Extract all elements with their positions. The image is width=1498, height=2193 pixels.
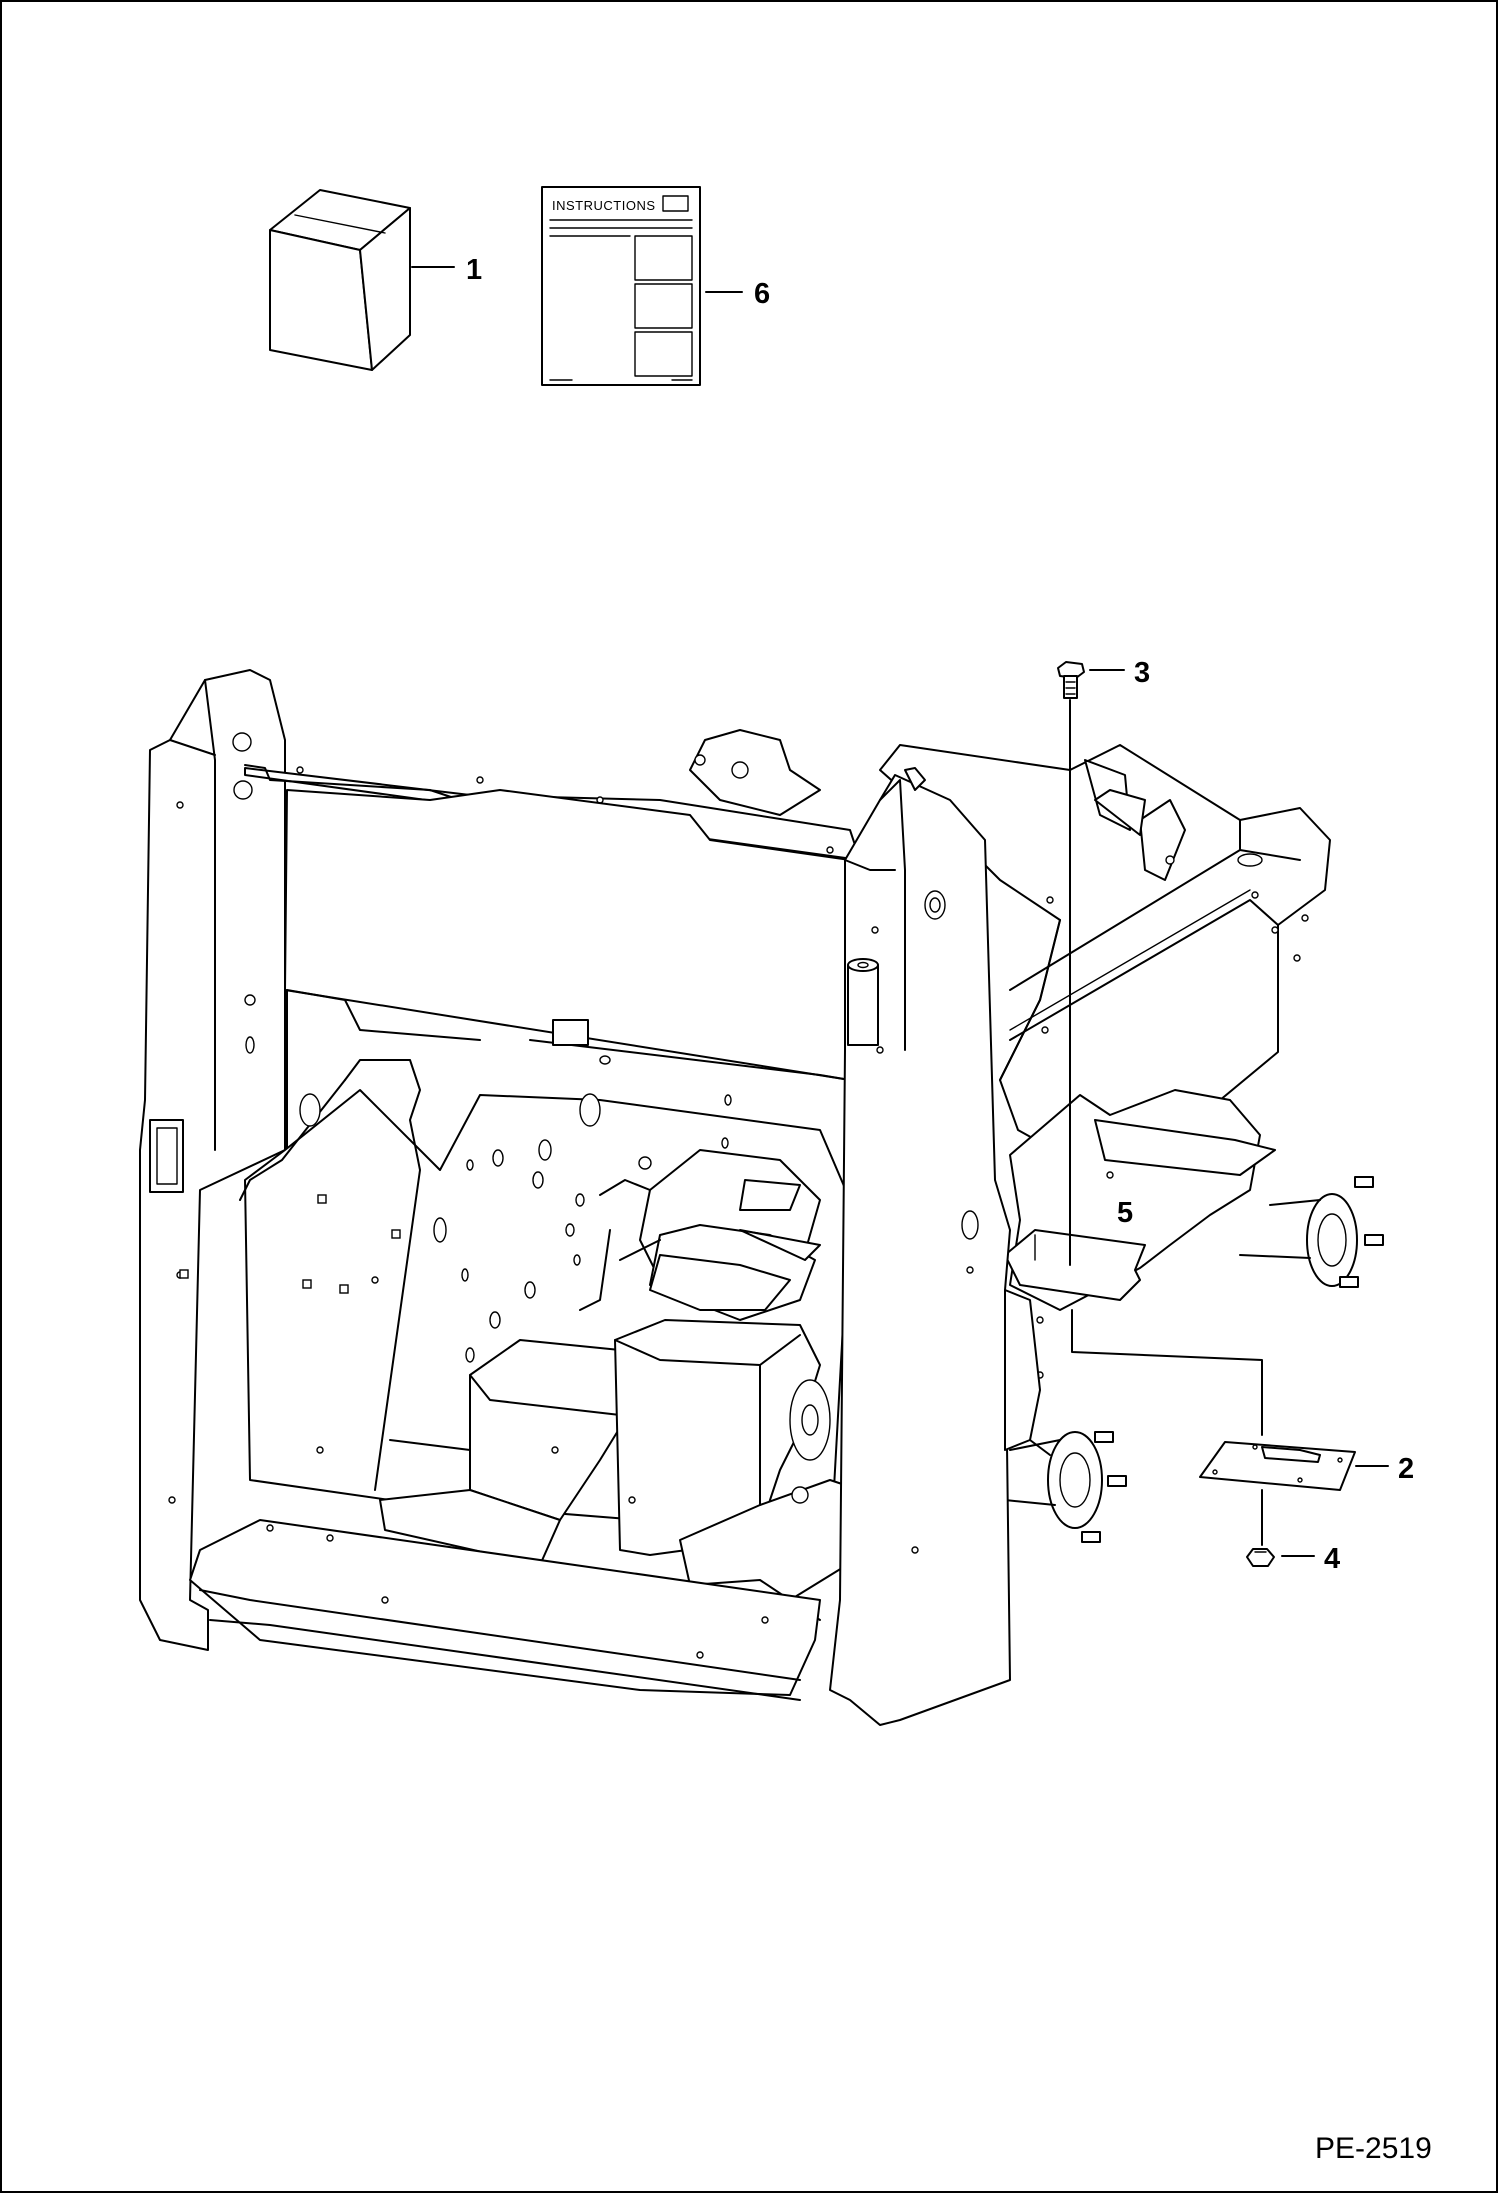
- kit-box-illustration: [269, 189, 411, 371]
- tube-post: [847, 958, 879, 1046]
- callout-1: 1: [466, 254, 482, 286]
- callout-3: 3: [1134, 657, 1150, 689]
- machine-frame-illustration: [139, 669, 1384, 1726]
- instructions-label: INSTRUCTIONS: [552, 198, 656, 213]
- leader-plate-path: [1071, 1309, 1263, 1436]
- document-reference: PE-2519: [1315, 2132, 1432, 2165]
- axle-hub-lower: [1004, 1431, 1127, 1543]
- cover-plate-illustration: [1199, 1441, 1356, 1491]
- callout-5: 5: [1117, 1197, 1133, 1229]
- callout-2: 2: [1398, 1453, 1414, 1485]
- axle-hub-upper: [1239, 1176, 1384, 1288]
- callout-6: 6: [754, 278, 770, 310]
- bolt-illustration: [1057, 661, 1085, 699]
- floor-holes: [179, 1055, 732, 1454]
- callout-4: 4: [1324, 1543, 1340, 1575]
- instruction-sheet-illustration: INSTRUCTIONS: [541, 186, 701, 386]
- nut-illustration: [1246, 1548, 1275, 1567]
